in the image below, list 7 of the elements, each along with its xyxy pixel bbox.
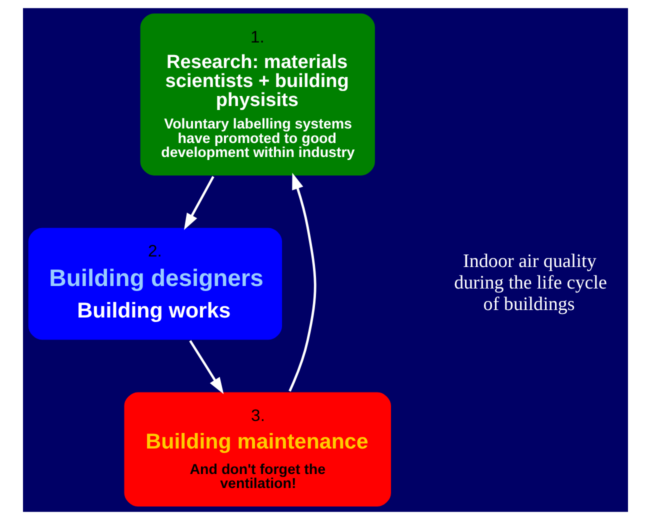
arrow <box>183 176 214 230</box>
arrow <box>288 172 316 392</box>
arrow <box>188 340 224 394</box>
node-box: 1. Research: materials scientists + building physisits Voluntary labelling systems have promoted to good development within industry <box>138 12 376 177</box>
node-box: 3. Building maintenance And don't forget the ventilation! <box>122 391 392 508</box>
label: Indoor air quality during the life cycle of buildings <box>454 250 606 315</box>
node-box: 2. Building designers Building works <box>26 226 283 341</box>
